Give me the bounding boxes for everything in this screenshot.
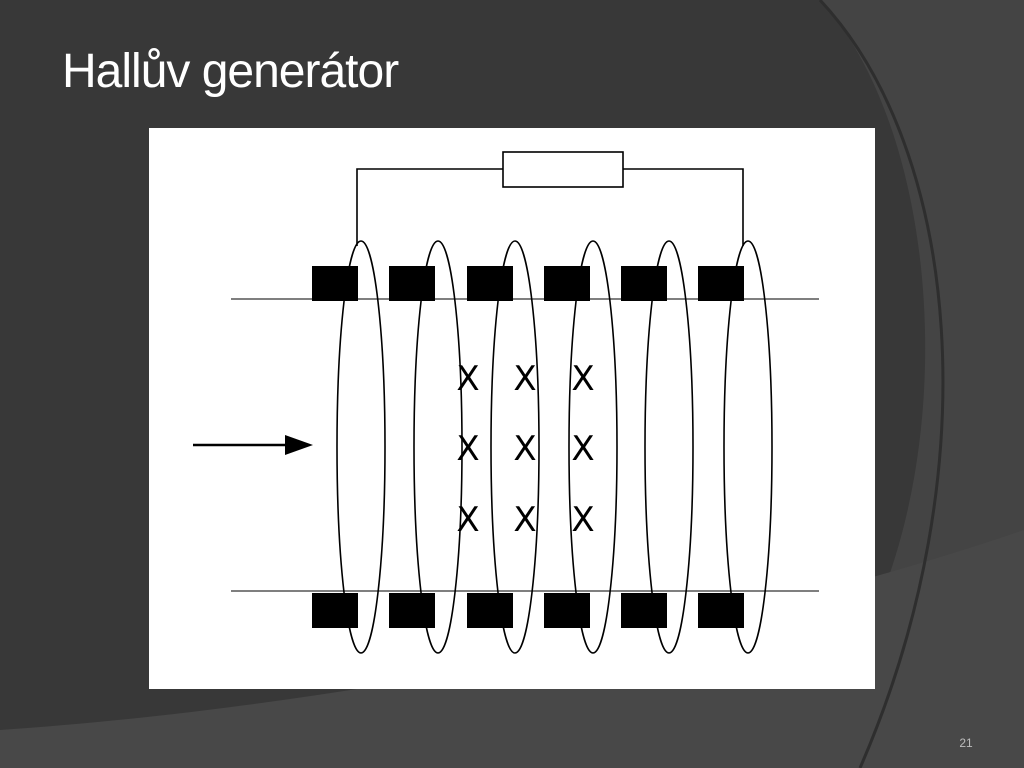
field-mark: X <box>571 429 594 469</box>
field-mark: X <box>513 359 536 399</box>
magnet-top-4 <box>544 266 590 301</box>
field-mark: X <box>456 429 479 469</box>
background-swoosh-bottom <box>0 530 1024 768</box>
magnets-bottom-row <box>312 593 744 628</box>
magnet-bottom-1 <box>312 593 358 628</box>
magnet-top-5 <box>621 266 667 301</box>
resistor-symbol <box>502 151 624 188</box>
background-arc-line <box>818 0 945 768</box>
coil-turn-3 <box>490 240 540 654</box>
coil-turn-5 <box>644 240 694 654</box>
magnet-bottom-6 <box>698 593 744 628</box>
wire-right <box>623 168 744 246</box>
magnet-top-3 <box>467 266 513 301</box>
coil-turn-2 <box>413 240 463 654</box>
field-mark: X <box>571 359 594 399</box>
slide-title: Hallův generátor <box>62 45 399 98</box>
magnets-top-row <box>312 266 744 301</box>
magnet-bottom-3 <box>467 593 513 628</box>
background-swoosh-right <box>820 0 1024 600</box>
coil-turn-4 <box>568 240 618 654</box>
field-mark: X <box>456 500 479 540</box>
slide-number: 21 <box>959 736 973 750</box>
field-mark: X <box>571 500 594 540</box>
coil-winding <box>336 240 773 654</box>
magnet-top-1 <box>312 266 358 301</box>
coil-turn-6 <box>723 240 773 654</box>
field-mark: X <box>456 359 479 399</box>
magnet-top-6 <box>698 266 744 301</box>
flow-arrow-head <box>285 435 313 455</box>
wire-left <box>356 168 503 246</box>
magnet-bottom-4 <box>544 593 590 628</box>
magnet-top-2 <box>389 266 435 301</box>
magnet-bottom-5 <box>621 593 667 628</box>
magnet-bottom-2 <box>389 593 435 628</box>
field-mark: X <box>513 500 536 540</box>
field-mark: X <box>513 429 536 469</box>
coil-turn-1 <box>336 240 386 654</box>
